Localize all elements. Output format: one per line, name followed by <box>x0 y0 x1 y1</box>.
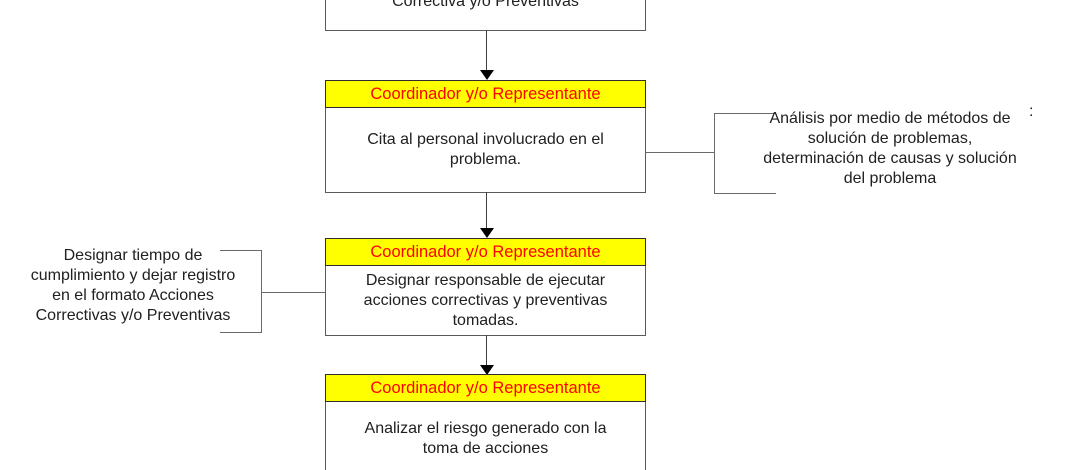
node-header: Coordinador y/o Representante <box>325 80 646 108</box>
left-note-line: Designar tiempo de <box>63 247 203 264</box>
right-note-connector-line <box>646 152 714 153</box>
right-note: Análisis por medio de métodos de solució… <box>712 109 1068 189</box>
node-body: Designar responsable de ejecutar accione… <box>325 266 646 336</box>
arrow-shaft-3 <box>486 335 487 365</box>
node-body-line: toma de acciones <box>422 440 549 457</box>
right-note-bracket <box>714 113 776 194</box>
node-body-line: tomadas. <box>452 311 519 329</box>
flow-node-cita-personal: Coordinador y/o Representante Cita al pe… <box>325 80 646 193</box>
node-body: Analizar el riesgo generado con la toma … <box>325 402 646 470</box>
node-body-line: acciones correctivas y preventivas <box>363 291 608 309</box>
node-header: Coordinador y/o Representante <box>325 238 646 266</box>
stray-colon-mark: : <box>1029 103 1034 120</box>
left-note-line: Correctivas y/o Preventivas <box>35 307 231 324</box>
flow-node-top-text: Correctiva y/o Preventivas <box>392 0 579 10</box>
arrow-shaft-2 <box>486 192 487 228</box>
node-body-line: Cita al personal involucrado en el <box>367 131 604 148</box>
node-body-line: problema. <box>449 151 522 168</box>
arrow-shaft-1 <box>486 31 487 70</box>
down-arrowhead-icon <box>480 228 494 238</box>
left-note-connector-line <box>262 292 325 293</box>
down-arrowhead-icon <box>480 365 494 375</box>
node-header: Coordinador y/o Representante <box>325 374 646 402</box>
left-note-bracket <box>220 250 262 333</box>
left-note: Designar tiempo de cumplimiento y dejar … <box>4 246 262 326</box>
node-body: Cita al personal involucrado en el probl… <box>325 108 646 193</box>
right-note-line: determinación de causas y solución <box>763 150 1017 167</box>
right-note-line: Análisis por medio de métodos de <box>769 110 1011 127</box>
flow-node-top-cutoff: Correctiva y/o Preventivas <box>325 0 646 31</box>
flow-node-analizar-riesgo: Coordinador y/o Representante Analizar e… <box>325 374 646 470</box>
right-note-line: solución de problemas, <box>807 130 973 147</box>
node-body-line: Designar responsable de ejecutar <box>365 271 606 289</box>
flow-node-designar-responsable: Coordinador y/o Representante Designar r… <box>325 238 646 336</box>
left-note-line: en el formato Acciones <box>52 287 214 304</box>
node-body-line: Analizar el riesgo generado con la <box>364 420 607 437</box>
right-note-line: del problema <box>843 170 937 187</box>
left-note-line: cumplimiento y dejar registro <box>30 267 236 284</box>
down-arrowhead-icon <box>480 70 494 80</box>
